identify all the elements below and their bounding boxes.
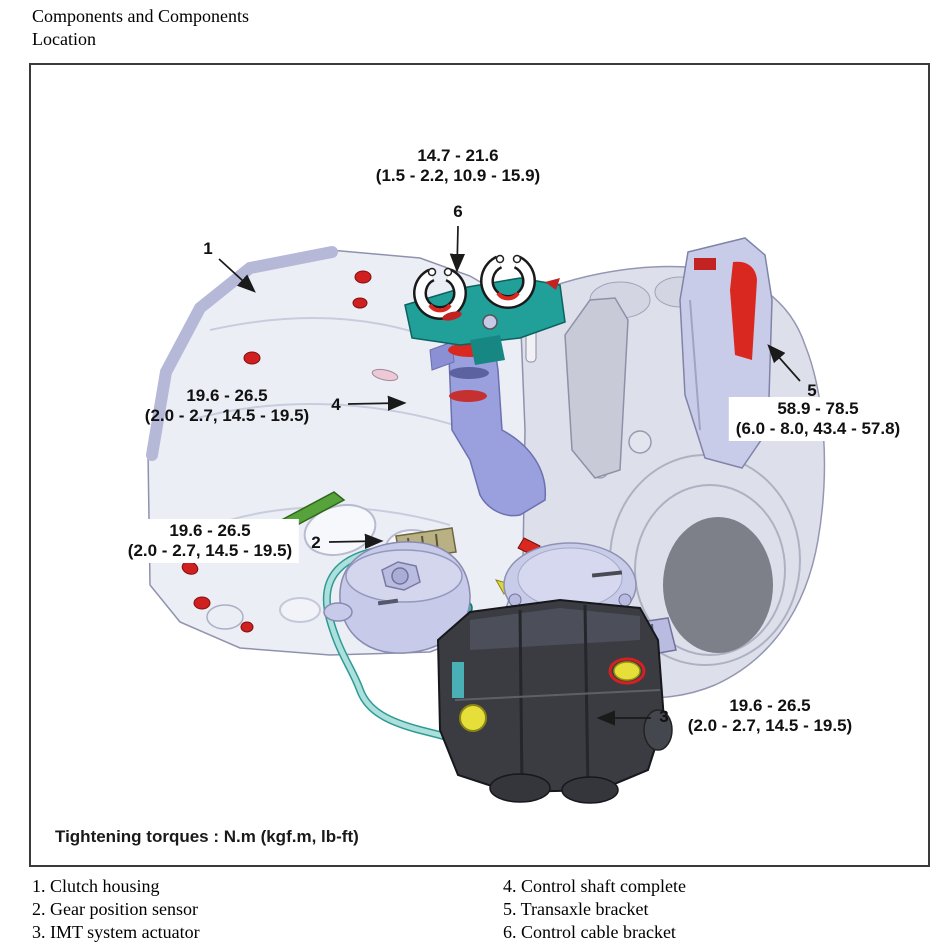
callout-number-2: 2 xyxy=(311,533,321,552)
legend-item-gear-position-sensor: 2. Gear position sensor xyxy=(32,899,198,919)
torque-label-control-cable-bracket: 14.7 - 21.6 (1.5 - 2.2, 10.9 - 15.9) xyxy=(376,146,540,186)
legend-left-column: 1. Clutch housing 2. Gear position senso… xyxy=(32,875,200,944)
torque-nm: 19.6 - 26.5 xyxy=(186,386,268,405)
torque-detail: (6.0 - 8.0, 43.4 - 57.8) xyxy=(735,419,901,438)
torque-label-gear-position-sensor: 19.6 - 26.5 (2.0 - 2.7, 14.5 - 19.5) xyxy=(120,519,300,563)
callout-number-4: 4 xyxy=(331,395,341,414)
legend-item-control-cable-bracket: 6. Control cable bracket xyxy=(503,922,676,942)
torque-label-imt-actuator: 19.6 - 26.5 (2.0 - 2.7, 14.5 - 19.5) xyxy=(688,696,852,736)
torque-nm: 19.6 - 26.5 xyxy=(729,696,811,715)
page-title: Components and Components Location xyxy=(32,5,249,51)
callout-number-6: 6 xyxy=(453,202,463,221)
torque-detail: (2.0 - 2.7, 14.5 - 19.5) xyxy=(687,716,853,735)
callout-number-5: 5 xyxy=(807,381,817,400)
torque-nm: 58.9 - 78.5 xyxy=(777,399,859,418)
torque-label-transaxle-bracket: 58.9 - 78.5 (6.0 - 8.0, 43.4 - 57.8) xyxy=(728,397,908,441)
torque-detail: (2.0 - 2.7, 14.5 - 19.5) xyxy=(127,541,293,560)
page-title-line2: Location xyxy=(32,29,96,49)
legend-item-control-shaft-complete: 4. Control shaft complete xyxy=(503,876,686,896)
legend-item-imt-system-actuator: 3. IMT system actuator xyxy=(32,922,200,942)
torque-detail: (2.0 - 2.7, 14.5 - 19.5) xyxy=(144,406,310,425)
torque-nm: 14.7 - 21.6 xyxy=(417,146,499,165)
torque-detail: (1.5 - 2.2, 10.9 - 15.9) xyxy=(375,166,541,185)
torque-label-control-shaft: 19.6 - 26.5 (2.0 - 2.7, 14.5 - 19.5) xyxy=(145,386,309,426)
tightening-torque-note: Tightening torques : N.m (kgf.m, lb-ft) xyxy=(55,827,359,846)
legend-right-column: 4. Control shaft complete 5. Transaxle b… xyxy=(503,875,686,944)
page-title-line1: Components and Components xyxy=(32,6,249,26)
callout-number-3: 3 xyxy=(659,707,669,726)
legend-item-transaxle-bracket: 5. Transaxle bracket xyxy=(503,899,649,919)
legend-item-clutch-housing: 1. Clutch housing xyxy=(32,876,160,896)
callout-number-1: 1 xyxy=(203,239,213,258)
torque-nm: 19.6 - 26.5 xyxy=(169,521,251,540)
